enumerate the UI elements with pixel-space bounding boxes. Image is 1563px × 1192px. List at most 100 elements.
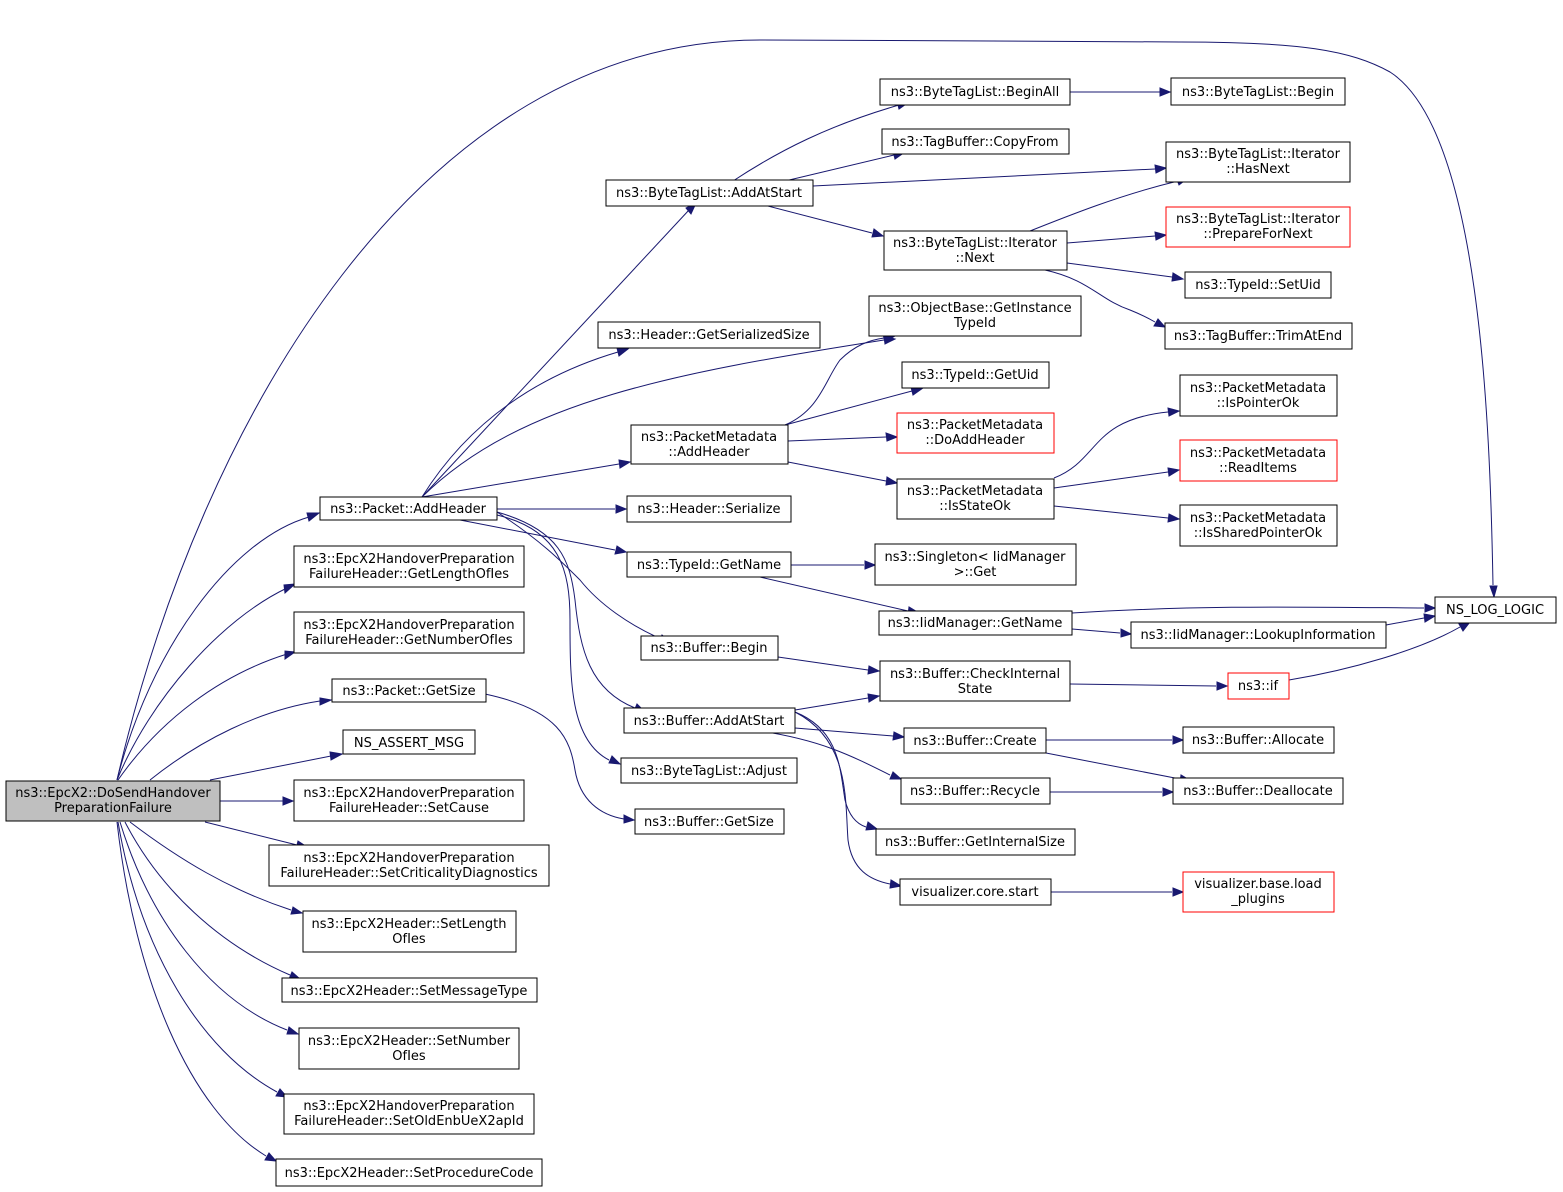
node-header-getserializedsize[interactable]: ns3::Header::GetSerializedSize (597, 321, 821, 349)
node-bytetaglist-begin[interactable]: ns3::ByteTagList::Begin (1170, 77, 1346, 106)
arrowhead (1216, 681, 1229, 691)
node-label: ns3::TypeId::SetUid (1195, 278, 1320, 293)
node-packet-getsize[interactable]: ns3::Packet::GetSize (331, 678, 487, 703)
node-root-dosendhandoverpreparationfailure[interactable]: ns3::EpcX2::DoSendHandover PreparationFa… (5, 780, 221, 822)
node-setlengthofies[interactable]: ns3::EpcX2Header::SetLength OfIes (302, 910, 517, 953)
edge-root-nsloglogic (116, 39, 1494, 781)
node-packetmetadata-isstateok[interactable]: ns3::PacketMetadata ::IsStateOk (896, 478, 1055, 520)
node-tagbuffer-trimatend[interactable]: ns3::TagBuffer::TrimAtEnd (1164, 322, 1353, 350)
node-setmessagetype[interactable]: ns3::EpcX2Header::SetMessageType (281, 977, 538, 1003)
node-buffer-checkinternalstate[interactable]: ns3::Buffer::CheckInternal State (879, 660, 1071, 702)
arrowhead (867, 693, 881, 703)
edge-addheader-bytetagaddatstart (421, 209, 690, 498)
node-label: ns3::Header::Serialize (637, 502, 780, 517)
node-label: ns3::Buffer::Deallocate (1183, 784, 1332, 799)
node-label: ::ReadItems (1219, 461, 1297, 476)
arrowhead (1171, 272, 1185, 282)
node-label: PreparationFailure (54, 801, 172, 816)
node-label: ns3::PacketMetadata (1190, 511, 1326, 526)
node-setnumberofies[interactable]: ns3::EpcX2Header::SetNumber OfIes (298, 1027, 520, 1070)
node-buffer-begin[interactable]: ns3::Buffer::Begin (640, 635, 779, 661)
arrowhead (865, 821, 879, 831)
node-label: ns3::TagBuffer::CopyFrom (891, 135, 1058, 150)
node-label: ::DoAddHeader (925, 433, 1025, 448)
node-packet-addheader[interactable]: ns3::Packet::AddHeader (319, 496, 498, 521)
edge-isstateok-ispointerok (1053, 411, 1169, 479)
node-label: ::HasNext (1226, 162, 1290, 177)
node-setcriticalitydiagnostics[interactable]: ns3::EpcX2HandoverPreparation FailureHea… (268, 844, 550, 887)
arrowhead (1162, 787, 1175, 797)
node-setcause[interactable]: ns3::EpcX2HandoverPreparation FailureHea… (293, 779, 525, 822)
node-packetmetadata-ispointerok[interactable]: ns3::PacketMetadata ::IsPointerOk (1179, 374, 1338, 417)
node-packetmetadata-issharedpointerok[interactable]: ns3::PacketMetadata ::IsSharedPointerOk (1179, 504, 1338, 547)
node-label: ns3::Packet::GetSize (342, 684, 475, 699)
node-singleton-iidmanager-get[interactable]: ns3::Singleton< IidManager >::Get (874, 543, 1077, 586)
node-label: ns3::ByteTagList::Adjust (631, 764, 787, 779)
node-iidmanager-lookupinformation[interactable]: ns3::IidManager::LookupInformation (1130, 621, 1387, 649)
node-ns-assert-msg[interactable]: NS_ASSERT_MSG (342, 729, 476, 755)
node-buffer-create[interactable]: ns3::Buffer::Create (903, 727, 1047, 754)
node-iterator-next[interactable]: ns3::ByteTagList::Iterator ::Next (883, 230, 1068, 271)
node-buffer-allocate[interactable]: ns3::Buffer::Allocate (1182, 726, 1335, 754)
node-buffer-addatstart[interactable]: ns3::Buffer::AddAtStart (623, 707, 796, 734)
node-label: OfIes (392, 1049, 426, 1064)
node-visualizer-core-start[interactable]: visualizer.core.start (899, 878, 1052, 906)
node-typeid-getuid[interactable]: ns3::TypeId::GetUid (901, 361, 1050, 389)
node-ns-log-logic[interactable]: NS_LOG_LOGIC (1434, 596, 1557, 624)
node-label: ns3::Buffer::AddAtStart (634, 714, 785, 729)
arrowhead (1167, 467, 1181, 477)
arrowhead (885, 432, 899, 442)
node-iidmanager-getname[interactable]: ns3::IidManager::GetName (878, 610, 1073, 636)
node-getlengthofies[interactable]: ns3::EpcX2HandoverPreparation FailureHea… (293, 545, 525, 588)
node-buffer-deallocate[interactable]: ns3::Buffer::Deallocate (1172, 777, 1344, 805)
node-packetmetadata-doaddheader[interactable]: ns3::PacketMetadata ::DoAddHeader (896, 412, 1055, 454)
edge-addatstart-iternext (759, 203, 873, 234)
node-label: ns3::ByteTagList::BeginAll (891, 85, 1059, 100)
edge-addatstart-internalsize (794, 711, 867, 828)
node-label: NS_LOG_LOGIC (1446, 603, 1544, 618)
edge-root-setcritdiag (204, 821, 298, 846)
arrowhead (1154, 164, 1168, 174)
node-label: ns3::PacketMetadata (907, 418, 1043, 433)
node-visualizer-base-load-plugins[interactable]: visualizer.base.load _plugins (1182, 871, 1335, 913)
edge-begin-checkinternal (777, 656, 869, 671)
node-iterator-preparefornext[interactable]: ns3::ByteTagList::Iterator ::PrepareForN… (1165, 206, 1351, 248)
node-bytetaglist-adjust[interactable]: ns3::ByteTagList::Adjust (620, 757, 798, 784)
edge-pmaddheader-objbase (784, 337, 885, 426)
node-buffer-recycle[interactable]: ns3::Buffer::Recycle (900, 777, 1051, 805)
node-label: ns3::Buffer::Recycle (910, 784, 1040, 799)
edge-addheader-typeidgetname (459, 519, 616, 551)
node-label: ns3::ObjectBase::GetInstance (878, 301, 1071, 316)
node-bytetaglist-addatstart[interactable]: ns3::ByteTagList::AddAtStart (605, 179, 814, 207)
node-typeid-getname[interactable]: ns3::TypeId::GetName (626, 551, 792, 578)
node-label: ns3::ByteTagList::Iterator (1176, 147, 1341, 162)
node-label: FailureHeader::GetNumberOfIes (305, 633, 513, 648)
edge-addatstart-create (794, 727, 894, 737)
node-iterator-hasnext[interactable]: ns3::ByteTagList::Iterator ::HasNext (1165, 141, 1351, 183)
arrowhead (864, 560, 877, 570)
node-setprocedurecode[interactable]: ns3::EpcX2Header::SetProcedureCode (275, 1158, 543, 1187)
node-buffer-getinternalsize[interactable]: ns3::Buffer::GetInternalSize (875, 828, 1076, 856)
node-typeid-setuid[interactable]: ns3::TypeId::SetUid (1184, 271, 1332, 299)
node-setoldenbuex2apid[interactable]: ns3::EpcX2HandoverPreparation FailureHea… (283, 1093, 535, 1135)
node-buffer-getsize[interactable]: ns3::Buffer::GetSize (634, 808, 785, 835)
edge-pmaddheader-isstateok (787, 461, 887, 482)
node-bytetaglist-beginall[interactable]: ns3::ByteTagList::BeginAll (879, 78, 1071, 106)
arrowhead (1423, 613, 1437, 623)
node-tagbuffer-copyfrom[interactable]: ns3::TagBuffer::CopyFrom (881, 128, 1070, 155)
node-label: visualizer.core.start (911, 885, 1038, 900)
node-header-serialize[interactable]: ns3::Header::Serialize (626, 495, 792, 523)
node-packetmetadata-addheader[interactable]: ns3::PacketMetadata ::AddHeader (630, 424, 789, 465)
node-objectbase-getinstancetypeid[interactable]: ns3::ObjectBase::GetInstance TypeId (868, 295, 1082, 337)
node-label: ns3::Singleton< IidManager (884, 550, 1066, 565)
edge-pmaddheader-doaddheader (787, 436, 887, 442)
node-getnumberofies[interactable]: ns3::EpcX2HandoverPreparation FailureHea… (293, 611, 525, 654)
node-packetmetadata-readitems[interactable]: ns3::PacketMetadata ::ReadItems (1179, 439, 1338, 482)
node-ns3-if[interactable]: ns3::if (1227, 672, 1290, 700)
arrowhead (329, 751, 344, 761)
arrowhead (1172, 887, 1185, 897)
arrowhead (615, 504, 628, 514)
node-label: ns3::PacketMetadata (1190, 381, 1326, 396)
